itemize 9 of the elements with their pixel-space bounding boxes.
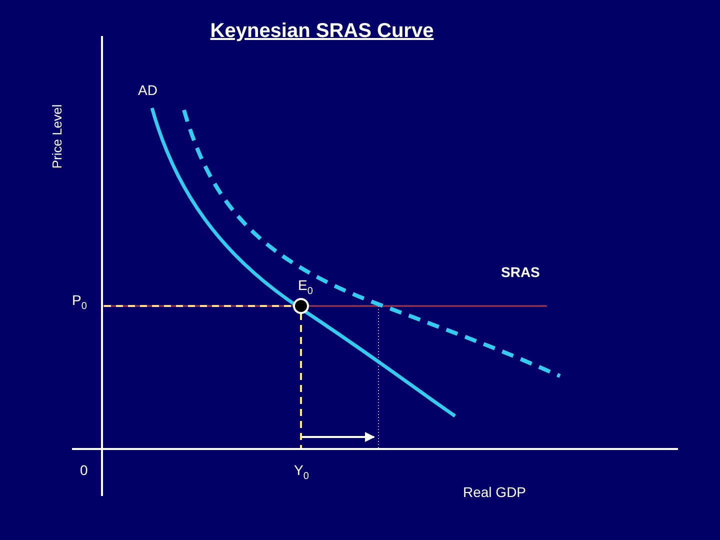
axis-title: Price Level — [50, 104, 64, 168]
curve-label: SRAS — [501, 265, 540, 279]
chart-title: Keynesian SRAS Curve — [210, 20, 434, 42]
axis-value-label: 0 — [80, 463, 88, 477]
axis-value-label: P$_{0}$ — [72, 293, 87, 307]
axis-title: Real GDP — [463, 485, 526, 499]
point-label: E$_{0}$ — [298, 278, 313, 292]
curve-label: AD — [138, 83, 158, 97]
axis-value-label: Y$_{0}$ — [294, 463, 309, 477]
